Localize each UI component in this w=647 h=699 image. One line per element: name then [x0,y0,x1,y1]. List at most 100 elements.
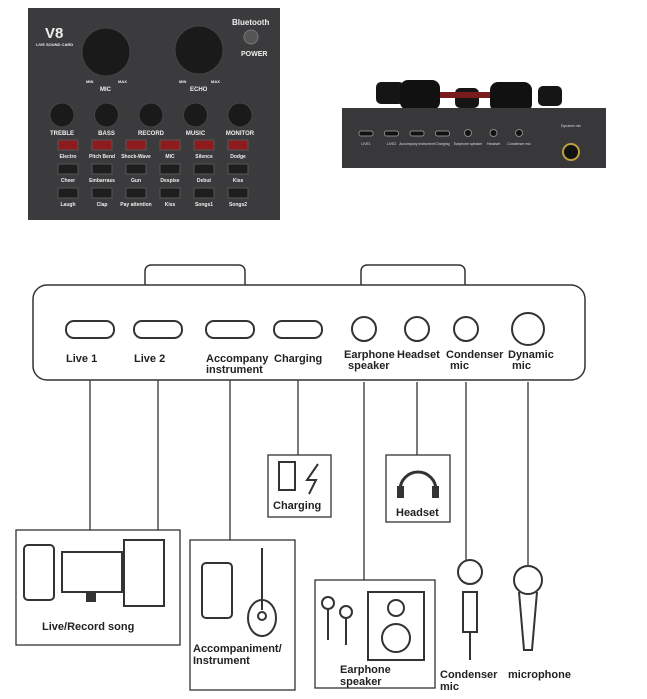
port-slot [273,320,323,339]
side-body [342,108,606,168]
dynamic-mic-device: microphone [508,565,571,681]
side-jack [515,129,523,137]
headset-device: Headset [385,454,451,523]
port-label-line2: instrument [206,364,263,376]
knob-label: MUSIC [186,131,206,137]
guitar-icon [247,548,277,637]
knob-monitor[interactable] [227,102,253,128]
phone-icon [23,544,55,601]
port-label-line2: mic [512,360,531,372]
effect-button[interactable] [159,163,181,175]
accompaniment-label: Accompaniment/ [193,643,282,655]
sound-card-top-view: V8 LIVE SOUND CARD Bluetooth POWER MIN M… [28,8,280,220]
port-label: Accompany [206,353,269,365]
effect-button[interactable] [91,187,113,199]
condenser-label: Condenser [440,669,498,681]
earphone-label: Earphone [340,664,391,676]
effect-button-label: Electro [60,154,77,160]
side-port [358,130,374,137]
side-port-label: Charging [435,142,449,146]
phone-icon [201,562,233,619]
effect-button[interactable] [125,139,147,151]
accompaniment-device: Accompaniment/ Instrument [189,539,296,691]
effect-button-label: Songs1 [195,202,213,208]
port-jack [453,316,479,342]
effect-button[interactable] [91,139,113,151]
effect-button-label: Shock-Wave [121,154,151,160]
effect-button-label: Despise [160,178,179,184]
side-port-label: Condenser mic [507,142,531,146]
headset-icon [398,470,438,491]
model-label: V8 [45,25,63,42]
knob-label: RECORD [138,131,165,137]
effect-button[interactable] [125,187,147,199]
effect-button[interactable] [193,163,215,175]
side-port-label: Dynamic mic [561,124,581,128]
port-slot [133,320,183,339]
side-port-label: LIVE1 [361,142,371,146]
battery-icon [278,461,296,491]
port-label: Live 2 [134,353,165,365]
knob-record[interactable] [138,102,164,128]
mic-max: MAX [118,79,127,84]
effect-button-label: Silence [195,154,213,160]
bluetooth-label: Bluetooth [232,18,269,27]
port-label: Live 1 [66,353,97,365]
port-label-line2: speaker [348,360,390,372]
effect-button-label: Laugh [61,202,76,208]
effect-button[interactable] [193,187,215,199]
port-label-line2: mic [450,360,469,372]
mic-label: MIC [100,87,112,93]
effect-button[interactable] [159,139,181,151]
effect-button[interactable] [227,187,249,199]
computer-tower-icon [123,539,165,607]
effect-button[interactable] [227,163,249,175]
knob-treble[interactable] [49,102,75,128]
port-jack [351,316,377,342]
effect-button[interactable] [227,139,249,151]
charging-device: Charging [267,454,332,518]
condenser-mic-icon [457,559,483,660]
earphones-icon [321,596,353,645]
live-record-label: Live/Record song [42,621,134,633]
effect-button-label: Songs2 [229,202,247,208]
side-port-label: LIVE2 [387,142,397,146]
speaker-label: speaker [340,676,382,688]
side-port [409,130,425,137]
knob-label: TREBLE [50,131,74,137]
port-label: Earphone [344,349,395,361]
effect-button-label: Kiss [165,202,176,208]
echo-knob[interactable] [174,25,224,75]
effect-button-label: Debut [197,178,212,184]
effect-button-label: Kiss [233,178,244,184]
mic-knob[interactable] [81,27,131,77]
effect-button[interactable] [57,163,79,175]
echo-min: MIN [179,79,186,84]
subtitle-label: LIVE SOUND CARD [36,42,73,47]
effect-button[interactable] [125,163,147,175]
lightning-icon [305,463,319,495]
microphone-icon [513,565,543,651]
effect-button[interactable] [159,187,181,199]
effect-button-label: Cheer [61,178,75,184]
effect-button[interactable] [91,163,113,175]
earphone-device: Earphone speaker [314,579,436,689]
effect-button[interactable] [193,139,215,151]
effect-button-label: MIC [165,154,175,160]
charging-label: Charging [273,500,321,512]
side-jack [489,129,498,137]
side-port-label: Headset [487,142,500,146]
instrument-label: Instrument [193,655,250,667]
condenser-mic-label: mic [440,681,459,693]
power-button[interactable] [243,29,259,45]
condenser-mic-device: Condenser mic [440,559,498,693]
port-jack [511,312,545,346]
knob-music[interactable] [183,102,208,128]
echo-label: ECHO [190,87,208,93]
knob-bass[interactable] [94,102,119,128]
effect-button[interactable] [57,139,79,151]
port-label: Charging [274,353,322,365]
port-label: Condenser [446,349,504,361]
effect-button[interactable] [57,187,79,199]
headset-label: Headset [396,507,439,519]
